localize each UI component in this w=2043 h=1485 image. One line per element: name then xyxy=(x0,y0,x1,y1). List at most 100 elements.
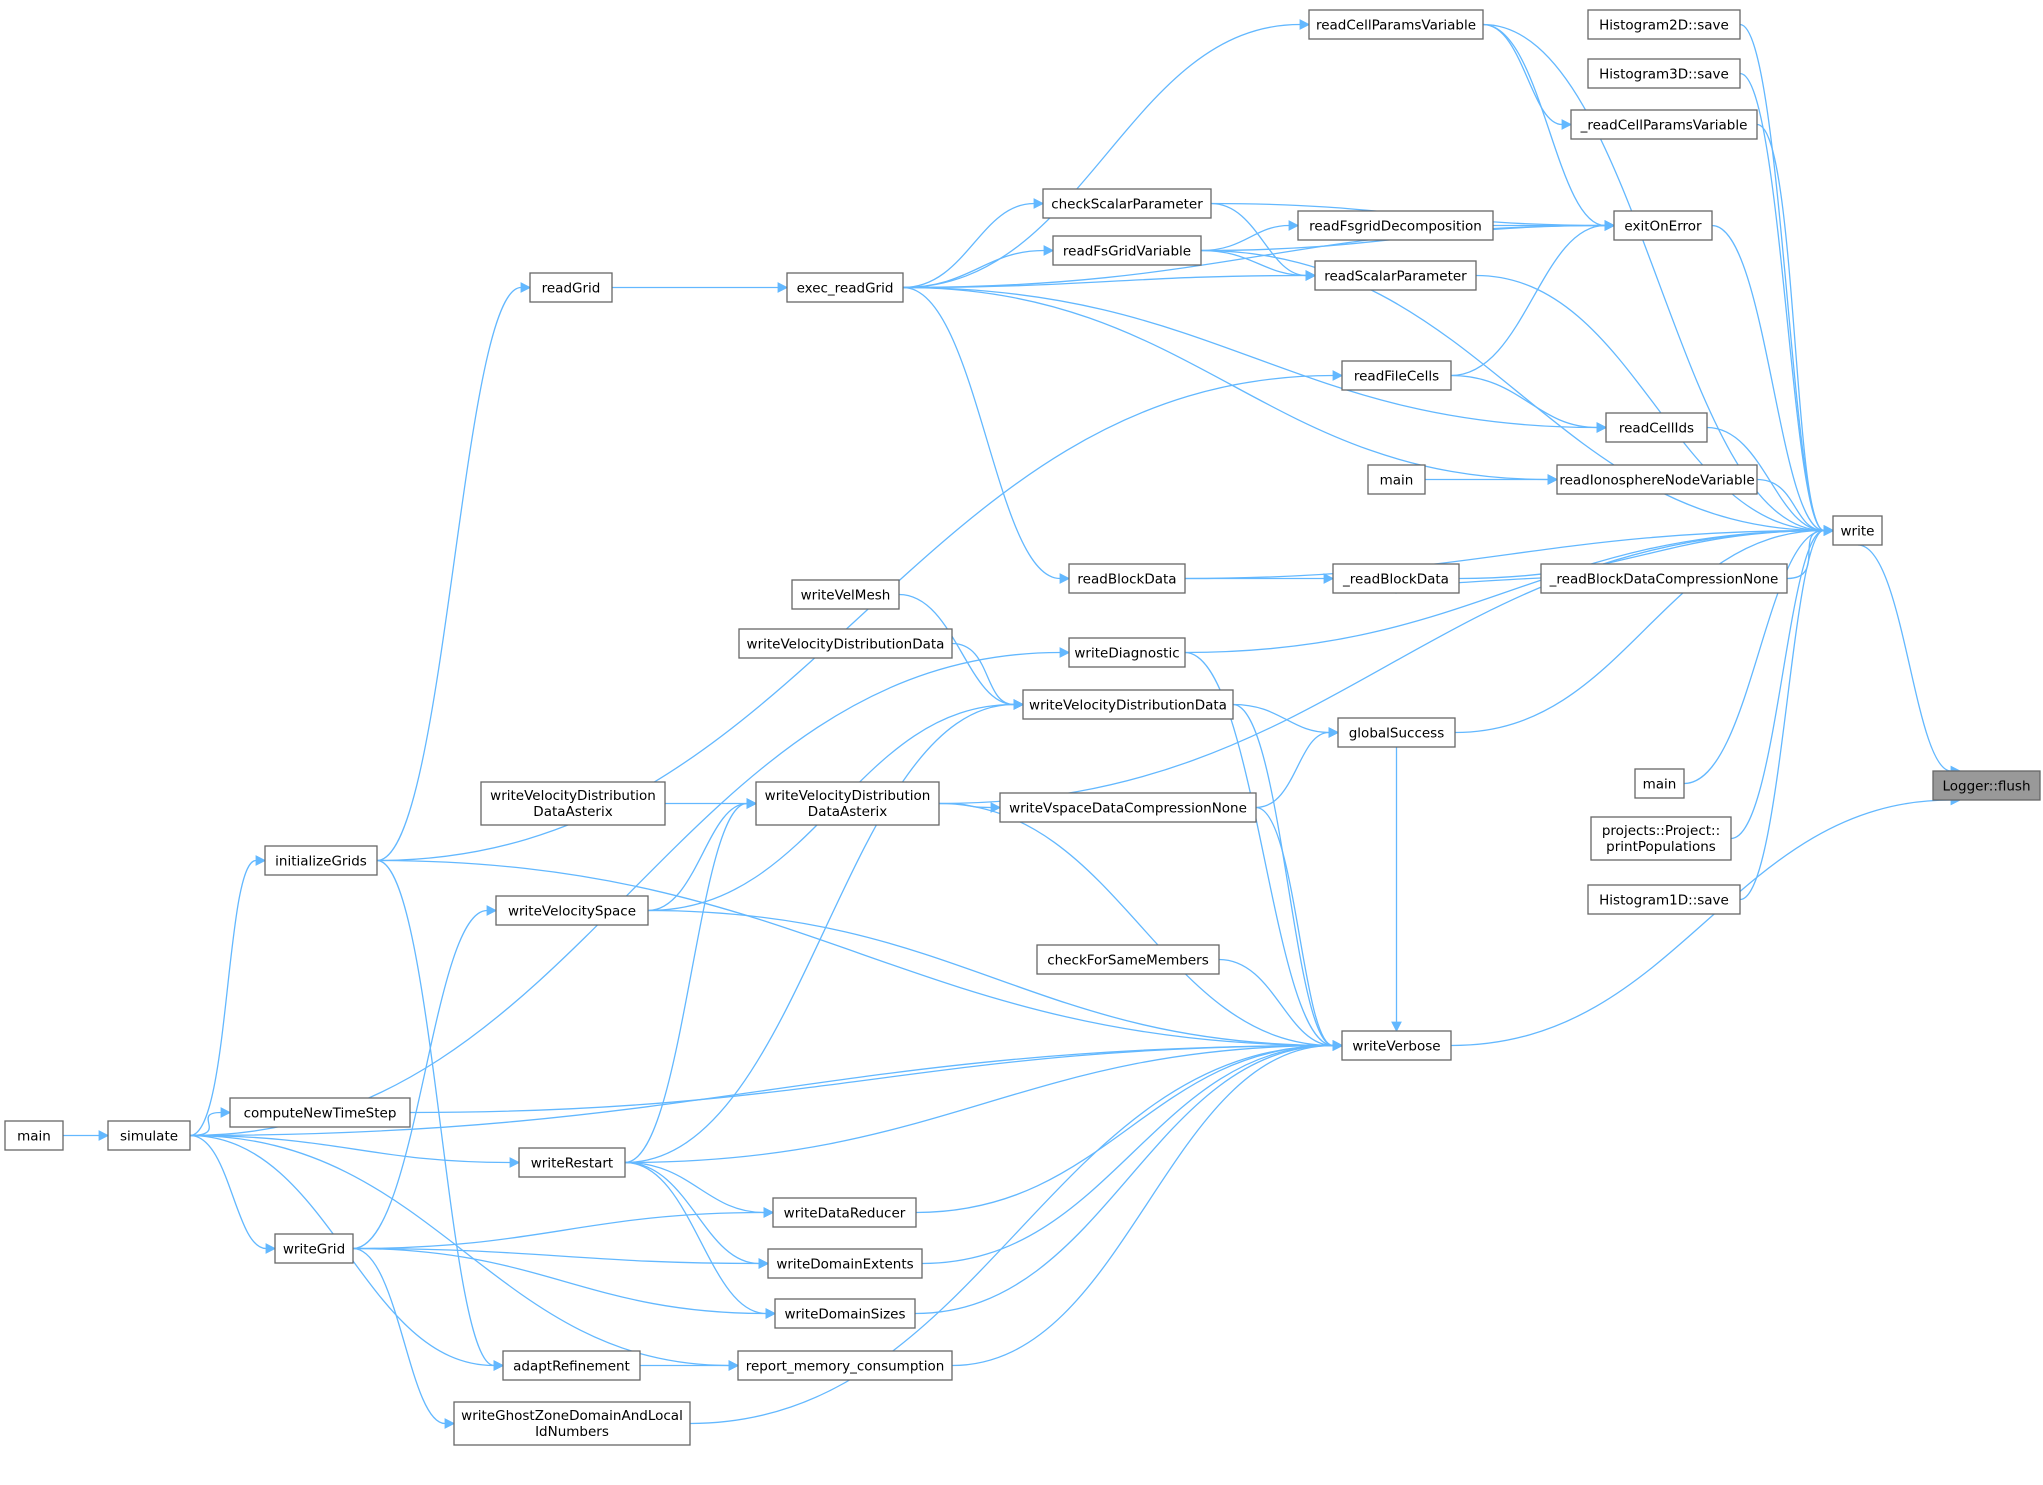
node-adaptRefinement[interactable]: adaptRefinement xyxy=(502,1350,641,1381)
edge-_readCellParamsVariable-to-write xyxy=(1756,123,1835,536)
node-label: _readBlockDataCompressionNone xyxy=(1549,572,1779,588)
node-exitOnError[interactable]: exitOnError xyxy=(1613,210,1713,241)
edge-arrowhead xyxy=(1033,198,1045,209)
node-box xyxy=(1634,768,1685,799)
node-writeGrid[interactable]: writeGrid xyxy=(274,1233,354,1264)
edge-arrowhead xyxy=(990,802,1002,813)
node-writeVDD_other[interactable]: writeVelocityDistributionData xyxy=(738,628,953,659)
node-_readBlockDataCompressionNone[interactable]: _readBlockDataCompressionNone xyxy=(1540,563,1788,594)
node-main_sim[interactable]: main xyxy=(4,1120,64,1151)
node-flush[interactable]: Logger::flush xyxy=(1932,770,2041,801)
node-label: readCellParamsVariable xyxy=(1316,18,1476,34)
node-readFsgridDecomposition[interactable]: readFsgridDecomposition xyxy=(1297,210,1494,241)
node-writeDataReducer[interactable]: writeDataReducer xyxy=(772,1197,917,1228)
edge-writeGrid-to-writeVelocitySpace xyxy=(352,905,498,1250)
node-readIonosphereNodeVariable[interactable]: readIonosphereNodeVariable xyxy=(1556,464,1758,495)
node-box xyxy=(529,272,613,303)
edge-readFileCells-to-exitOnError xyxy=(1450,220,1616,377)
node-writeVelocitySpace[interactable]: writeVelocitySpace xyxy=(495,895,649,926)
edge-globalSuccess-to-writeVerbose xyxy=(1391,747,1402,1033)
node-label: DataAsterix xyxy=(533,804,612,820)
edge-arrowhead xyxy=(265,1243,277,1254)
node-exec_readGrid[interactable]: exec_readGrid xyxy=(786,272,904,303)
node-globalSuccess[interactable]: globalSuccess xyxy=(1337,717,1456,748)
node-box xyxy=(1367,464,1426,495)
node-writeRestart[interactable]: writeRestart xyxy=(518,1147,626,1178)
node-box xyxy=(791,579,900,610)
node-writeDomainSizes[interactable]: writeDomainSizes xyxy=(774,1298,916,1329)
node-label: checkForSameMembers xyxy=(1047,953,1208,969)
node-box xyxy=(1068,563,1186,594)
node-checkForSameMembers[interactable]: checkForSameMembers xyxy=(1036,944,1220,975)
node-writeDiagnostic[interactable]: writeDiagnostic xyxy=(1068,637,1186,668)
node-_readBlockData[interactable]: _readBlockData xyxy=(1332,563,1460,594)
node-main_ion[interactable]: main xyxy=(1367,464,1426,495)
node-checkScalarParameter[interactable]: checkScalarParameter xyxy=(1042,188,1212,219)
node-label: writeVspaceDataCompressionNone xyxy=(1009,801,1247,817)
node-readGrid[interactable]: readGrid xyxy=(529,272,613,303)
node-label: writeDiagnostic xyxy=(1074,646,1179,662)
node-label: Logger::flush xyxy=(1942,779,2030,795)
edge-writeRestart-to-writeVDD xyxy=(624,699,1025,1164)
node-label: report_memory_consumption xyxy=(746,1359,945,1375)
node-computeNewTimeStep[interactable]: computeNewTimeStep xyxy=(229,1097,411,1128)
node-readCellIds[interactable]: readCellIds xyxy=(1605,412,1708,443)
node-label: _readCellParamsVariable xyxy=(1580,118,1748,134)
node-readFileCells[interactable]: readFileCells xyxy=(1341,360,1452,391)
node-box xyxy=(502,1350,641,1381)
edge-arrowhead xyxy=(98,1130,110,1141)
edge-exec_readGrid-to-readBlockData xyxy=(902,286,1071,584)
edge-readFileCells-to-readCellIds xyxy=(1450,374,1608,433)
node-h1d[interactable]: Histogram1D::save xyxy=(1587,884,1741,915)
node-label: globalSuccess xyxy=(1349,726,1445,742)
edge-arrowhead xyxy=(1059,647,1071,658)
edge-exec_readGrid-to-readCellParamsVariable xyxy=(902,19,1311,289)
node-readFsGridVariable[interactable]: readFsGridVariable xyxy=(1052,235,1202,266)
node-printPopulations[interactable]: projects::Project::printPopulations xyxy=(1590,816,1732,861)
node-write[interactable]: write xyxy=(1832,515,1883,546)
node-readCellParamsVariable[interactable]: readCellParamsVariable xyxy=(1308,9,1484,40)
node-writeDomainExtents[interactable]: writeDomainExtents xyxy=(767,1248,923,1279)
node-report_memory_consumption[interactable]: report_memory_consumption xyxy=(737,1350,953,1381)
node-label: writeVelocityDistributionData xyxy=(747,637,945,653)
node-label: main xyxy=(1643,777,1677,793)
edge-simulate-to-writeDiagnostic xyxy=(189,647,1071,1137)
node-box xyxy=(737,1350,953,1381)
edge-writeRestart-to-writeVerbose xyxy=(624,1040,1344,1164)
edge-writeVDDA-to-write xyxy=(938,525,1835,805)
edge-exec_readGrid-to-checkScalarParameter xyxy=(902,198,1045,289)
node-h2d[interactable]: Histogram2D::save xyxy=(1587,9,1741,40)
node-writeVerbose[interactable]: writeVerbose xyxy=(1341,1030,1452,1061)
edge-writeRestart-to-writeDomainSizes xyxy=(624,1161,777,1319)
node-box xyxy=(1932,770,2041,801)
node-initializeGrids[interactable]: initializeGrids xyxy=(264,845,378,876)
node-label: readIonosphereNodeVariable xyxy=(1559,473,1754,489)
node-label: readCellIds xyxy=(1619,421,1694,437)
node-label: readFsgridDecomposition xyxy=(1309,219,1482,235)
node-_readCellParamsVariable[interactable]: _readCellParamsVariable xyxy=(1570,109,1758,140)
node-writeVelMesh[interactable]: writeVelMesh xyxy=(791,579,900,610)
node-label: writeVelocityDistribution xyxy=(490,788,656,804)
edge-arrowhead xyxy=(493,1360,505,1371)
node-simulate[interactable]: simulate xyxy=(107,1120,191,1151)
node-readScalarParameter[interactable]: readScalarParameter xyxy=(1314,260,1477,291)
node-writeVspaceDataCompressionNone[interactable]: writeVspaceDataCompressionNone xyxy=(999,792,1257,823)
node-label: writeVelMesh xyxy=(801,588,891,604)
node-box xyxy=(772,1197,917,1228)
edge-arrowhead xyxy=(1604,220,1616,231)
edge-writeVelocitySpace-to-writeVerbose xyxy=(647,909,1344,1051)
node-writeVDD[interactable]: writeVelocityDistributionData xyxy=(1022,689,1234,720)
node-label: main xyxy=(1380,473,1414,489)
edge-writeGrid-to-writeDataReducer xyxy=(352,1207,775,1250)
edge-writeVDD-to-writeVerbose xyxy=(1232,703,1344,1051)
node-box xyxy=(1587,9,1741,40)
edge-write-to-flush xyxy=(1857,544,1962,777)
node-readBlockData[interactable]: readBlockData xyxy=(1068,563,1186,594)
node-main_write[interactable]: main xyxy=(1634,768,1685,799)
edge-writeGhostZone-to-writeVerbose xyxy=(689,1040,1344,1425)
node-h3d[interactable]: Histogram3D::save xyxy=(1587,58,1741,89)
edge-readCellParamsVariable-to-_readCellParamsVariable xyxy=(1482,23,1573,130)
